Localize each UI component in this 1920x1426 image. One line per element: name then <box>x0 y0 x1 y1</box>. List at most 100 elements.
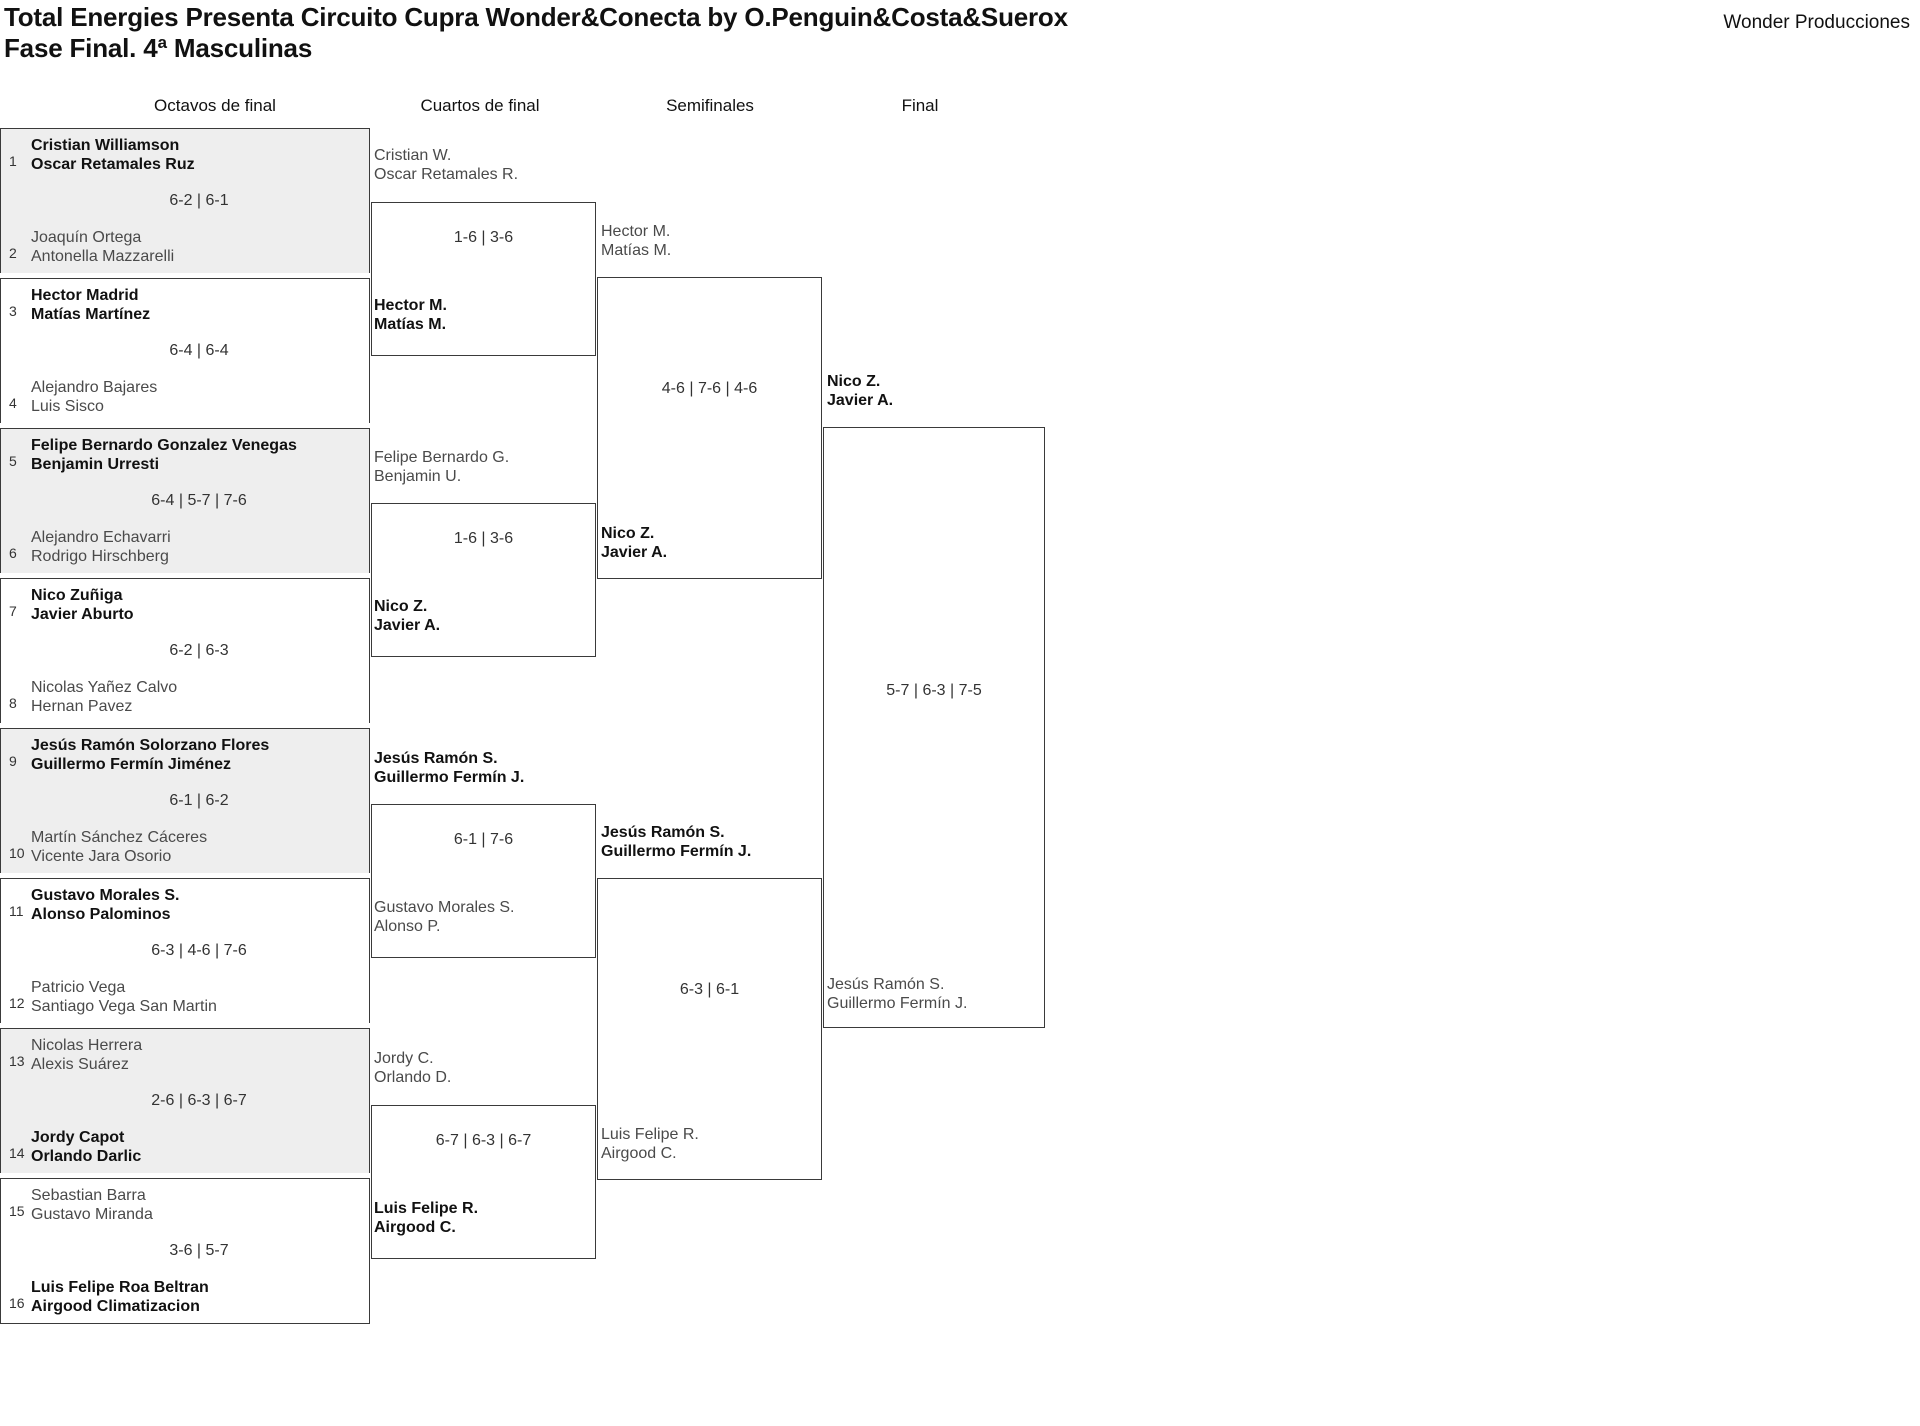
seed: 2 <box>9 245 17 261</box>
r1-match-3-score: 6-4 | 5-7 | 7-6 <box>151 492 247 509</box>
team-names: Nico Zuñiga Javier Aburto <box>31 587 134 623</box>
r2-match-4-bottom[interactable]: Luis Felipe R. Airgood C. <box>374 1200 479 1236</box>
seed: 12 <box>9 995 25 1011</box>
r1-match-2-bottom[interactable]: 4 Alejandro Bajares Luis Sisco <box>1 371 369 423</box>
title-line-2: Fase Final. 4ª Masculinas <box>4 33 313 63</box>
seed: 8 <box>9 695 17 711</box>
seed: 9 <box>9 753 17 769</box>
team-names: Martín Sánchez Cáceres Vicente Jara Osor… <box>31 829 208 865</box>
r2-match-3-top[interactable]: Jesús Ramón S. Guillermo Fermín J. <box>374 750 525 786</box>
seed: 10 <box>9 845 25 861</box>
r1-match-1[interactable]: 1 Cristian Williamson Oscar Retamales Ru… <box>0 128 370 273</box>
r1-match-7-score: 2-6 | 6-3 | 6-7 <box>151 1092 247 1109</box>
round-label-cuartos: Cuartos de final <box>420 96 540 115</box>
seed: 6 <box>9 545 17 561</box>
r1-match-5-bottom[interactable]: 10 Martín Sánchez Cáceres Vicente Jara O… <box>1 821 369 873</box>
r2-match-2-connector <box>371 503 596 657</box>
r1-match-3[interactable]: 5 Felipe Bernardo Gonzalez Venegas Benja… <box>0 428 370 573</box>
r2-match-1-connector <box>371 202 596 356</box>
seed: 4 <box>9 395 17 411</box>
r1-match-5-score: 6-1 | 6-2 <box>169 792 229 809</box>
r1-match-1-bottom[interactable]: 2 Joaquín Ortega Antonella Mazzarelli <box>1 221 369 273</box>
team-names: Nicolas Herrera Alexis Suárez <box>31 1037 143 1073</box>
r2-match-4-connector <box>371 1105 596 1259</box>
r3-match-2-bottom[interactable]: Luis Felipe R. Airgood C. <box>601 1126 699 1162</box>
r1-match-4-top[interactable]: 7 Nico Zuñiga Javier Aburto <box>1 579 369 631</box>
r4-match-1-bottom[interactable]: Jesús Ramón S. Guillermo Fermín J. <box>827 976 968 1012</box>
seed: 3 <box>9 303 17 319</box>
team-names: Jesús Ramón Solorzano Flores Guillermo F… <box>31 737 270 773</box>
r1-match-8-bottom[interactable]: 16 Luis Felipe Roa Beltran Airgood Clima… <box>1 1271 369 1323</box>
r3-match-2-top[interactable]: Jesús Ramón S. Guillermo Fermín J. <box>601 824 752 860</box>
team-names: Jordy Capot Orlando Darlic <box>31 1129 142 1165</box>
title-line-1: Total Energies Presenta Circuito Cupra W… <box>4 2 1068 32</box>
r3-match-1-connector <box>597 277 822 579</box>
r1-match-8-score: 3-6 | 5-7 <box>169 1242 229 1259</box>
r2-match-3-score: 6-1 | 7-6 <box>453 831 514 848</box>
r1-match-4[interactable]: 7 Nico Zuñiga Javier Aburto 6-2 | 6-3 8 … <box>0 578 370 723</box>
r2-match-1-score: 1-6 | 3-6 <box>453 229 514 246</box>
r2-match-3-connector <box>371 804 596 958</box>
r2-match-3-bottom[interactable]: Gustavo Morales S. Alonso P. <box>374 899 515 935</box>
r1-match-6-bottom[interactable]: 12 Patricio Vega Santiago Vega San Marti… <box>1 971 369 1023</box>
r2-match-1-bottom[interactable]: Hector M. Matías M. <box>374 297 447 333</box>
seed: 16 <box>9 1295 25 1311</box>
r4-match-1-score: 5-7 | 6-3 | 7-5 <box>886 682 982 699</box>
r1-match-7[interactable]: 13 Nicolas Herrera Alexis Suárez 2-6 | 6… <box>0 1028 370 1173</box>
tournament-title: Total Energies Presenta Circuito Cupra W… <box>4 2 1204 64</box>
team-names: Felipe Bernardo Gonzalez Venegas Benjami… <box>31 437 297 473</box>
r1-match-2[interactable]: 3 Hector Madrid Matías Martínez 6-4 | 6-… <box>0 278 370 423</box>
team-names: Cristian Williamson Oscar Retamales Ruz <box>31 137 195 173</box>
team-names: Patricio Vega Santiago Vega San Martin <box>31 979 217 1015</box>
r3-match-2-score: 6-3 | 6-1 <box>679 981 740 998</box>
team-names: Hector Madrid Matías Martínez <box>31 287 151 323</box>
round-label-semifinales: Semifinales <box>666 96 754 115</box>
r2-match-2-bottom[interactable]: Nico Z. Javier A. <box>374 598 441 634</box>
r1-match-1-top[interactable]: 1 Cristian Williamson Oscar Retamales Ru… <box>1 129 369 181</box>
r1-match-2-score: 6-4 | 6-4 <box>169 342 229 359</box>
r2-match-2-top[interactable]: Felipe Bernardo G. Benjamin U. <box>374 449 510 485</box>
producer-credit: Wonder Producciones <box>1723 12 1910 33</box>
seed: 5 <box>9 453 17 469</box>
r2-match-2-score: 1-6 | 3-6 <box>453 530 514 547</box>
r1-match-5-top[interactable]: 9 Jesús Ramón Solorzano Flores Guillermo… <box>1 729 369 781</box>
seed: 14 <box>9 1145 25 1161</box>
seed: 11 <box>9 903 24 919</box>
team-names: Nicolas Yañez Calvo Hernan Pavez <box>31 679 178 715</box>
r1-match-2-top[interactable]: 3 Hector Madrid Matías Martínez <box>1 279 369 331</box>
r1-match-6-score: 6-3 | 4-6 | 7-6 <box>151 942 247 959</box>
r1-match-3-top[interactable]: 5 Felipe Bernardo Gonzalez Venegas Benja… <box>1 429 369 481</box>
r1-match-8[interactable]: 15 Sebastian Barra Gustavo Miranda 3-6 |… <box>0 1178 370 1324</box>
team-names: Luis Felipe Roa Beltran Airgood Climatiz… <box>31 1279 209 1315</box>
r4-match-1-top[interactable]: Nico Z. Javier A. <box>827 373 894 409</box>
r1-match-5[interactable]: 9 Jesús Ramón Solorzano Flores Guillermo… <box>0 728 370 873</box>
r4-match-1-connector <box>823 427 1045 1028</box>
seed: 15 <box>9 1203 25 1219</box>
r1-match-6-top[interactable]: 11 Gustavo Morales S. Alonso Palominos <box>1 879 369 931</box>
r3-match-1-top[interactable]: Hector M. Matías M. <box>601 223 672 259</box>
r1-match-7-top[interactable]: 13 Nicolas Herrera Alexis Suárez <box>1 1029 369 1081</box>
round-label-final: Final <box>901 96 939 115</box>
seed: 1 <box>9 153 17 169</box>
team-names: Sebastian Barra Gustavo Miranda <box>31 1187 153 1223</box>
seed: 7 <box>9 603 17 619</box>
r2-match-1-top[interactable]: Cristian W. Oscar Retamales R. <box>374 147 519 183</box>
r1-match-7-bottom[interactable]: 14 Jordy Capot Orlando Darlic <box>1 1121 369 1173</box>
r3-match-1-score: 4-6 | 7-6 | 4-6 <box>661 380 758 397</box>
team-names: Alejandro Echavarri Rodrigo Hirschberg <box>31 529 171 565</box>
r2-match-4-score: 6-7 | 6-3 | 6-7 <box>435 1132 532 1149</box>
r3-match-1-bottom[interactable]: Nico Z. Javier A. <box>601 525 668 561</box>
team-names: Alejandro Bajares Luis Sisco <box>31 379 158 415</box>
r1-match-8-top[interactable]: 15 Sebastian Barra Gustavo Miranda <box>1 1179 369 1231</box>
r1-match-3-bottom[interactable]: 6 Alejandro Echavarri Rodrigo Hirschberg <box>1 521 369 573</box>
team-names: Joaquín Ortega Antonella Mazzarelli <box>31 229 175 265</box>
r1-match-1-score: 6-2 | 6-1 <box>169 192 229 209</box>
r2-match-4-top[interactable]: Jordy C. Orlando D. <box>374 1050 452 1086</box>
r3-match-2-connector <box>597 878 822 1180</box>
r1-match-4-bottom[interactable]: 8 Nicolas Yañez Calvo Hernan Pavez <box>1 671 369 723</box>
team-names: Gustavo Morales S. Alonso Palominos <box>31 887 180 923</box>
r1-match-6[interactable]: 11 Gustavo Morales S. Alonso Palominos 6… <box>0 878 370 1023</box>
r1-match-4-score: 6-2 | 6-3 <box>169 642 229 659</box>
seed: 13 <box>9 1053 25 1069</box>
